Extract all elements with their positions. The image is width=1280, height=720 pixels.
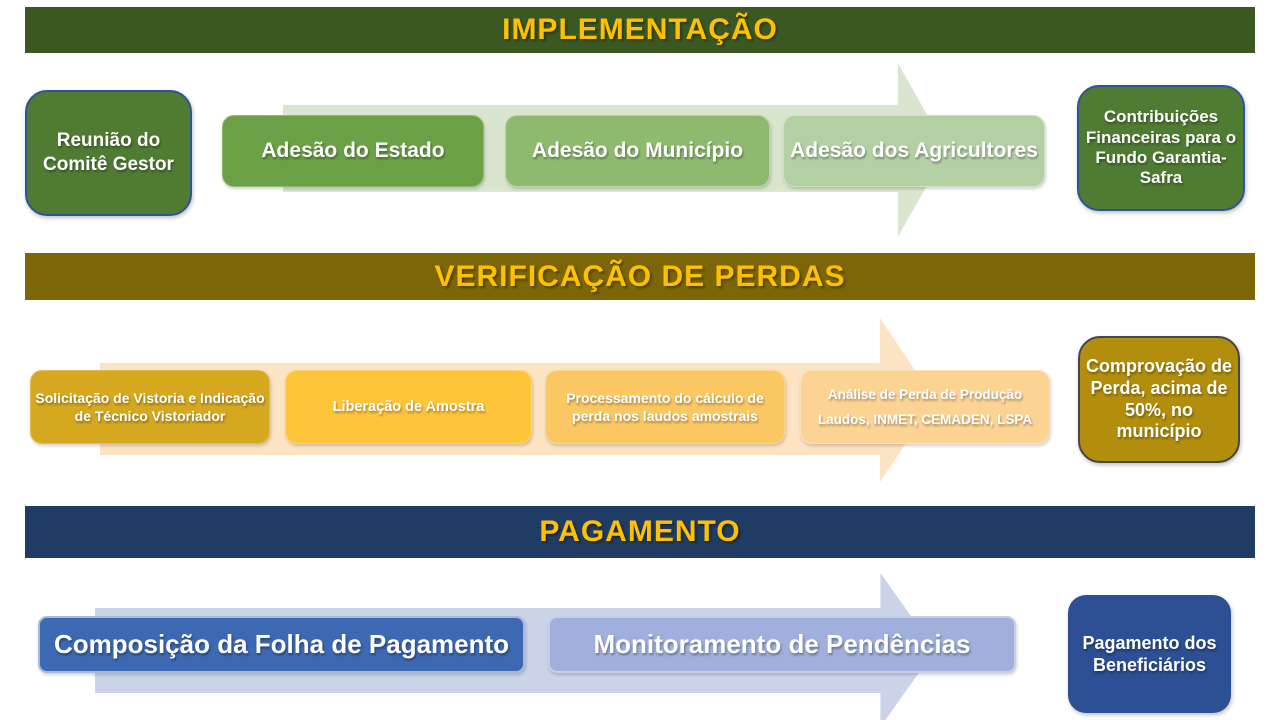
step-label: Composição da Folha de Pagamento	[53, 629, 510, 659]
step-monitoramento-pendencias: Monitoramento de Pendências	[548, 616, 1016, 673]
section-header-implementacao: IMPLEMENTAÇÃO	[25, 7, 1255, 53]
step-solicitacao-vistoria: Solicitação de Vistoria e Indicação de T…	[30, 370, 270, 444]
step-composicao-folha: Composição da Folha de Pagamento	[38, 616, 525, 673]
step-sublabel: Laudos, INMET, CEMADEN, LSPA	[817, 411, 1033, 427]
start-box-label: Reunião do Comitê Gestor	[43, 130, 174, 175]
section-title: IMPLEMENTAÇÃO	[502, 13, 778, 46]
step-liberacao-amostra: Liberação de Amostra	[285, 370, 532, 444]
step-label: Processamento do cálculo de perda nos la…	[566, 389, 764, 424]
end-box-label: Comprovação de Perda, acima de 50%, no m…	[1085, 356, 1233, 442]
step-adesao-agricultores: Adesão dos Agricultores	[783, 115, 1045, 187]
section-title: PAGAMENTO	[539, 515, 741, 548]
step-analise-perda: Análise de Perda de Produção Laudos, INM…	[800, 370, 1050, 444]
end-box-contribuicoes: Contribuições Financeiras para o Fundo G…	[1077, 85, 1245, 211]
step-label: Análise de Perda de Produção	[827, 386, 1023, 402]
start-box-reuniao-comite: Reunião do Comitê Gestor	[25, 90, 192, 216]
end-box-label: Pagamento dos Beneficiários	[1082, 632, 1217, 676]
step-label: Adesão dos Agricultores	[790, 139, 1038, 162]
step-processamento-calculo: Processamento do cálculo de perda nos la…	[545, 370, 785, 444]
end-box-pagamento-beneficiarios: Pagamento dos Beneficiários	[1068, 595, 1231, 713]
step-adesao-estado: Adesão do Estado	[222, 115, 484, 187]
step-adesao-municipio: Adesão do Município	[505, 115, 770, 187]
step-label: Solicitação de Vistoria e Indicação de T…	[35, 389, 265, 424]
section-title: VERIFICAÇÃO DE PERDAS	[434, 259, 846, 293]
section-header-verificacao: VERIFICAÇÃO DE PERDAS	[25, 253, 1255, 300]
step-label: Adesão do Estado	[261, 139, 445, 162]
end-box-label: Contribuições Financeiras para o Fundo G…	[1085, 107, 1237, 188]
section-header-pagamento: PAGAMENTO	[25, 506, 1255, 558]
step-label: Liberação de Amostra	[332, 399, 485, 415]
step-label: Adesão do Município	[531, 139, 744, 162]
step-label: Monitoramento de Pendências	[593, 629, 971, 659]
end-box-comprovacao-perda: Comprovação de Perda, acima de 50%, no m…	[1078, 336, 1240, 463]
